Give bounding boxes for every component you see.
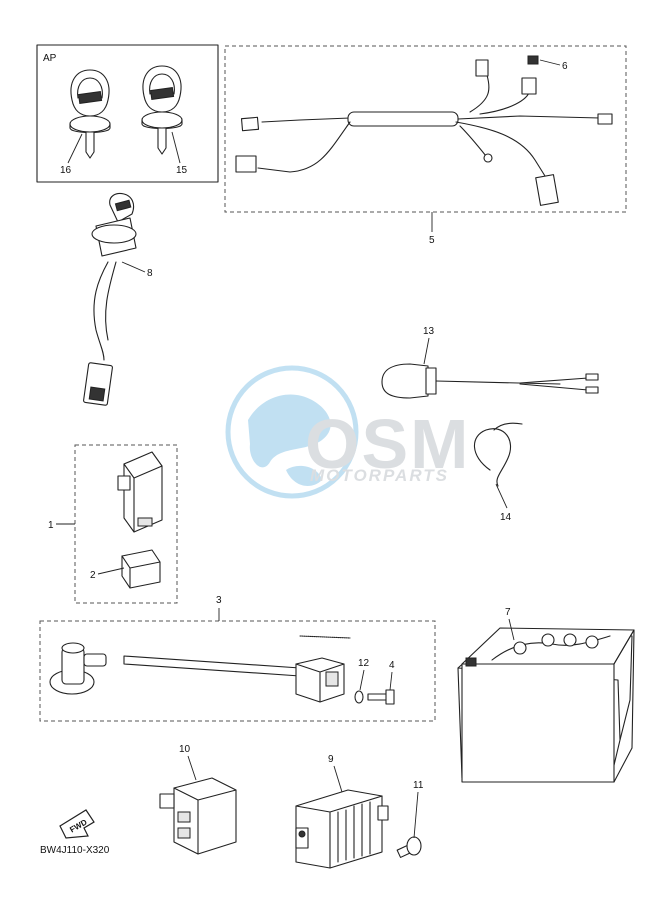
- callout-2: 2: [90, 570, 96, 581]
- callout-1: 1: [48, 520, 54, 531]
- harness-frame: [224, 45, 627, 213]
- watermark-brand: OSM: [305, 405, 470, 483]
- diagram-code: BW4J110-X320: [40, 845, 110, 856]
- relay-group: 10: [159, 744, 237, 855]
- wire-harness-icon[interactable]: [235, 55, 613, 206]
- washer-12-icon[interactable]: [354, 690, 364, 704]
- switch-13-icon[interactable]: [381, 363, 599, 399]
- watermark: OSM MOTORPARTS: [225, 365, 470, 499]
- rectifier-icon[interactable]: [295, 789, 389, 869]
- cdi-unit-icon[interactable]: [117, 451, 163, 533]
- wire-harness-group: 6 5: [224, 45, 627, 246]
- rectifier-group: 9: [295, 754, 389, 869]
- main-switch-icon[interactable]: [83, 192, 137, 406]
- callout-15: 15: [176, 165, 188, 176]
- ap-frame: [36, 44, 219, 183]
- callout-5: 5: [429, 235, 435, 246]
- relay-icon[interactable]: [159, 777, 237, 855]
- callout-10: 10: [179, 744, 191, 755]
- battery-group: 7: [457, 607, 635, 783]
- ignition-coil-group: 3 12 4: [39, 595, 436, 722]
- callout-14: 14: [500, 512, 512, 523]
- cdi-cover-icon[interactable]: [121, 549, 161, 589]
- key-16-icon[interactable]: [69, 69, 111, 159]
- ap-label: AP: [43, 53, 57, 64]
- fwd-arrow-icon: FWD: [59, 809, 95, 839]
- cable-tie-group: 14: [473, 422, 523, 523]
- callout-9: 9: [328, 754, 334, 765]
- watermark-sub: MOTORPARTS: [310, 466, 449, 485]
- switch-13-group: 13: [381, 326, 599, 399]
- bolt-11-group: 11: [396, 780, 424, 858]
- ap-key-group: AP 16 15: [36, 44, 219, 183]
- callout-7: 7: [505, 607, 511, 618]
- callout-16: 16: [60, 165, 72, 176]
- callout-8: 8: [147, 268, 153, 279]
- cable-tie-icon[interactable]: [473, 422, 523, 487]
- cdi-group: 1 2: [48, 444, 178, 604]
- bolt-11-icon[interactable]: [396, 836, 422, 858]
- callout-6: 6: [562, 61, 568, 72]
- ignition-frame: [39, 620, 436, 722]
- callout-13: 13: [423, 326, 435, 337]
- callout-3: 3: [216, 595, 222, 606]
- callout-12: 12: [358, 658, 370, 669]
- main-switch-group: 8: [83, 192, 153, 406]
- ignition-coil-icon[interactable]: [49, 635, 351, 703]
- key-15-icon[interactable]: [141, 65, 183, 155]
- bolt-4-icon[interactable]: [367, 689, 395, 705]
- callout-4: 4: [389, 660, 395, 671]
- battery-icon[interactable]: [457, 627, 635, 783]
- callout-11: 11: [413, 780, 424, 791]
